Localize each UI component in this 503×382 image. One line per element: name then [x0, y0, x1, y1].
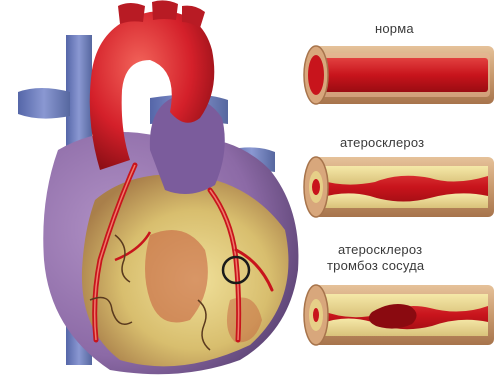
aorta-branch-2 [152, 0, 178, 20]
left-vein-branch [18, 88, 70, 119]
label-atherosclerosis: атеросклероз [340, 135, 424, 150]
label-thrombosis-line1: атеросклероз [338, 242, 422, 257]
heart [18, 0, 298, 374]
label-normal: норма [375, 21, 414, 36]
label-thrombosis-line2: тромбоз сосуда [327, 258, 424, 273]
normal-lumen [322, 58, 488, 92]
vessel-opening-lumen [308, 55, 324, 95]
vessel-thrombosis [304, 285, 494, 345]
vessel-atherosclerosis [304, 157, 494, 217]
vessel-normal [304, 46, 494, 104]
aorta-branch-1 [118, 3, 145, 24]
